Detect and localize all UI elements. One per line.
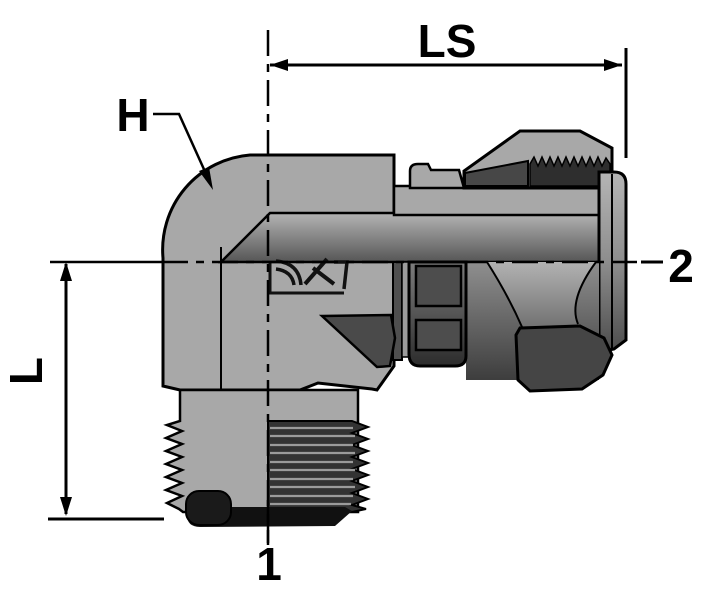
ref2-label: 2	[668, 240, 694, 292]
ref1-label: 1	[256, 538, 282, 590]
hex-face-edge-right	[574, 261, 597, 325]
ls-label: LS	[418, 15, 477, 67]
knurl-facet-upper	[414, 264, 463, 308]
brand-mark-k-stroke2	[311, 266, 336, 286]
hex-corner-dark	[514, 324, 614, 393]
ls-arrow-left	[270, 59, 288, 71]
l-arrow-up	[60, 262, 72, 281]
o-ring	[185, 490, 232, 526]
nut-cone-shadow	[464, 159, 529, 187]
centerlines	[50, 30, 663, 545]
hex-face-edge-left	[486, 261, 523, 328]
nut-thread-crests	[529, 155, 611, 187]
body-collar	[392, 184, 601, 217]
dimension-ls: LS	[270, 15, 628, 158]
l-label: L	[0, 357, 52, 385]
reference-labels: 1 2	[256, 240, 694, 590]
dimension-l: L	[0, 262, 164, 521]
brand-mark	[268, 257, 349, 295]
brand-mark-underline	[268, 261, 344, 295]
cylinder-top-band	[217, 211, 601, 264]
l-arrow-down	[60, 497, 72, 516]
retaining-clip	[408, 162, 466, 190]
block-chamfer-wedge	[318, 313, 397, 369]
h-leader-arrow	[199, 167, 213, 190]
dimension-h: H	[116, 89, 213, 190]
male-threads-shaded	[267, 420, 371, 513]
ls-arrow-right	[604, 59, 622, 71]
h-leader-line	[153, 112, 209, 177]
elbow-fitting-body	[161, 129, 628, 527]
thread-stripes	[270, 426, 355, 506]
knurl-facet-lower	[414, 318, 463, 352]
elbow-block	[161, 153, 396, 392]
h-label: H	[116, 89, 149, 141]
brand-mark-arc-inner	[275, 267, 296, 286]
